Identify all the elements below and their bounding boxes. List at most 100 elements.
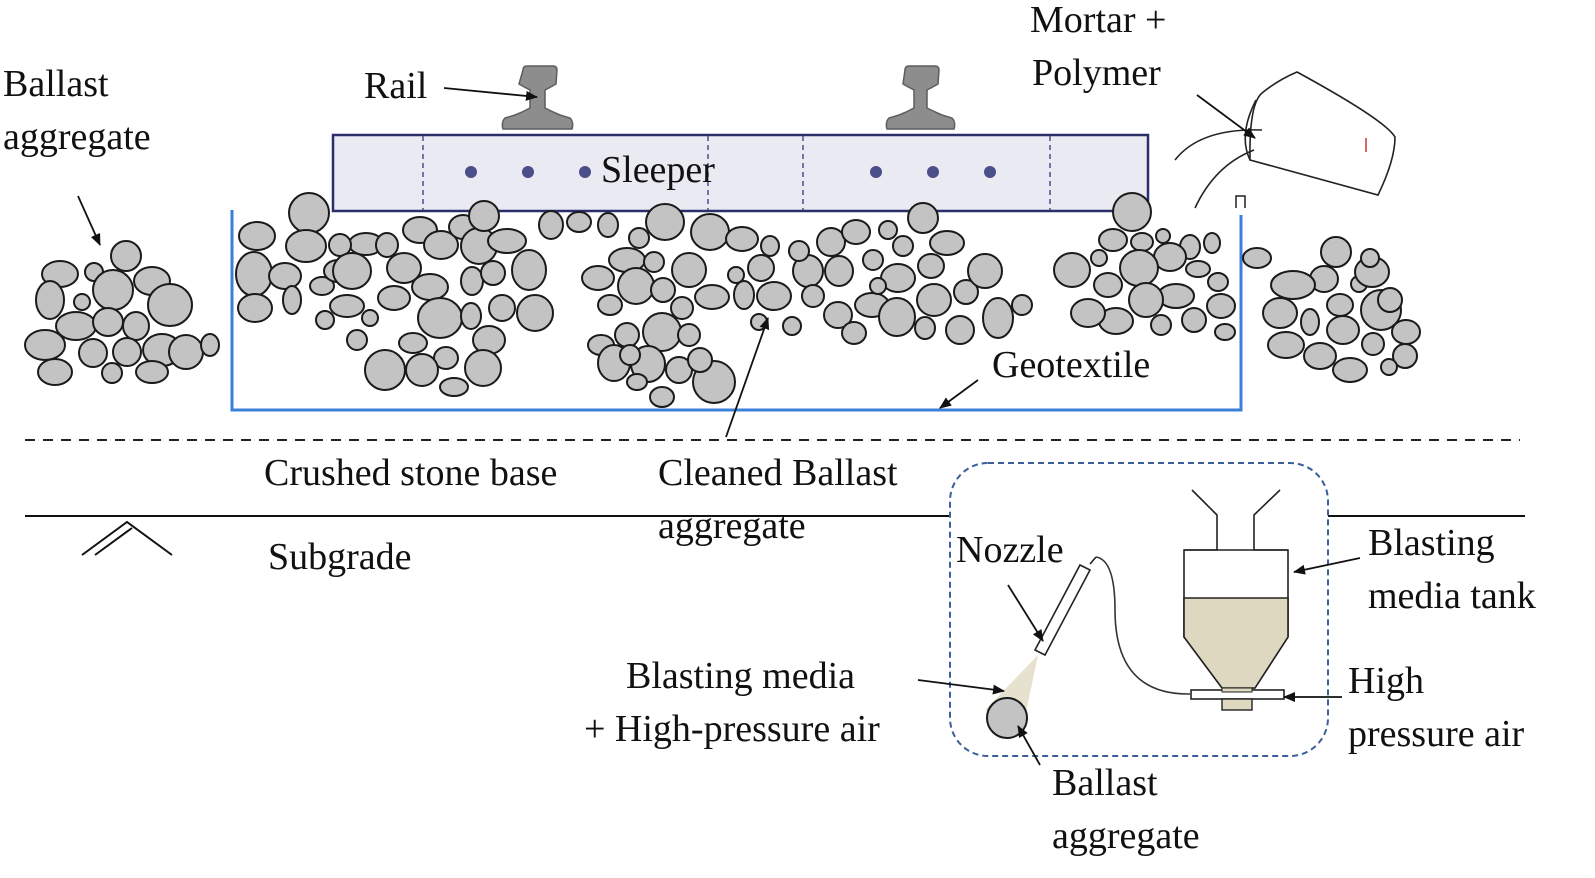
- ballast-stone: [626, 373, 648, 391]
- ballast-stone: [200, 333, 220, 357]
- label-mortar: Mortar +: [1030, 0, 1166, 41]
- ballast-stone: [1360, 248, 1380, 268]
- ballast-stone: [332, 252, 372, 290]
- ballast-stone: [694, 284, 730, 310]
- ballast-stone: [112, 337, 142, 367]
- ballast-stone: [1242, 247, 1272, 269]
- ballast-stone: [945, 315, 975, 345]
- ballast-stone: [1391, 319, 1421, 345]
- blasting-hose: [1095, 556, 1191, 695]
- ballast-stone: [1380, 358, 1398, 376]
- ballast-stone: [733, 280, 755, 310]
- ballast-stone: [375, 232, 399, 258]
- label-cleaned-ballast-2: aggregate: [658, 505, 806, 547]
- ballast-stone: [823, 301, 853, 329]
- ballast-stone: [282, 285, 302, 315]
- ballast-stone: [566, 211, 592, 233]
- ballast-stone: [1270, 270, 1316, 300]
- ballast-stone: [92, 307, 124, 337]
- ballast-stone: [1361, 332, 1385, 356]
- ballast-stone: [511, 249, 547, 291]
- ballast-stone: [687, 347, 713, 373]
- ballast-stone: [824, 255, 854, 287]
- label-high-pressure-air-2: pressure air: [1348, 713, 1525, 755]
- ballast-stone: [238, 221, 276, 251]
- ballast-stone: [643, 251, 665, 273]
- ballast-stone: [464, 349, 502, 387]
- label-ballast-left-2: aggregate: [3, 116, 151, 158]
- cleaned-ballast-bed: [235, 192, 1272, 408]
- ballast-stone: [1326, 315, 1360, 345]
- ballast-stone: [1203, 232, 1221, 254]
- ballast-stone: [110, 240, 142, 272]
- callout-arrows: [77, 87, 1361, 766]
- ballast-stone: [760, 235, 780, 257]
- ballast-stone: [268, 262, 302, 290]
- ballast-stone: [953, 279, 979, 305]
- ballast-stone: [727, 266, 745, 284]
- ballast-stone: [1377, 287, 1403, 313]
- nozzle: [1033, 556, 1097, 657]
- ballast-stone: [377, 285, 411, 311]
- ballast-stone: [801, 284, 825, 308]
- ballast-stone: [516, 294, 554, 332]
- ballast-stone: [1326, 293, 1354, 317]
- ballast-stone: [329, 294, 365, 318]
- ballast-stone: [92, 269, 134, 311]
- ballast-stone: [1320, 236, 1352, 268]
- ballast-stone: [1098, 228, 1128, 252]
- label-high-pressure-air: High: [1348, 660, 1424, 702]
- ballast-stone: [967, 253, 1003, 289]
- label-blasting-tank: Blasting: [1368, 522, 1495, 564]
- ballast-stone: [929, 230, 965, 256]
- blasted-ballast-stone: [986, 697, 1028, 739]
- ballast-stone: [460, 302, 482, 330]
- ballast-stone: [914, 316, 936, 340]
- ballast-stone: [315, 310, 335, 330]
- ballast-stone: [1300, 308, 1320, 336]
- ballast-stone: [487, 228, 527, 254]
- ballast-stone: [1207, 272, 1229, 292]
- rail-right: [885, 65, 956, 130]
- ballast-stone: [1128, 282, 1164, 318]
- ballast-stone: [788, 240, 810, 262]
- ballast-stone: [645, 203, 685, 241]
- sleeper-fastener-dots: [465, 166, 996, 178]
- ballast-stone: [628, 227, 650, 249]
- ballast-stone: [1181, 307, 1207, 333]
- label-rail: Rail: [364, 65, 427, 107]
- ballast-stone: [747, 254, 775, 282]
- ballast-stone: [892, 235, 914, 257]
- ballast-stone: [1011, 294, 1033, 316]
- ballast-stone: [649, 386, 675, 408]
- ballast-stone: [1303, 342, 1337, 370]
- ballast-stone: [1119, 249, 1159, 287]
- ballast-stone: [101, 362, 123, 384]
- ballast-stone: [288, 192, 330, 234]
- label-blasting-tank-2: media tank: [1368, 575, 1536, 617]
- ballast-stone: [439, 377, 469, 397]
- label-crushed-stone-base: Crushed stone base: [264, 452, 557, 494]
- label-subgrade: Subgrade: [268, 536, 412, 578]
- ballast-stone: [617, 267, 655, 305]
- ballast-stone: [1262, 297, 1298, 329]
- ballast-stone: [1185, 260, 1211, 278]
- label-nozzle: Nozzle: [956, 529, 1064, 571]
- ballast-stone: [878, 220, 898, 240]
- blasting-media-tank: [1183, 489, 1289, 711]
- ballast-stone: [841, 321, 867, 345]
- ballast-stone: [1053, 252, 1091, 288]
- ballast-stone: [916, 283, 952, 317]
- ballast-stone: [122, 311, 150, 341]
- ballast-stone: [78, 338, 108, 368]
- ballast-pile-right: [1262, 236, 1421, 383]
- ballast-stone: [670, 296, 694, 320]
- ballast-stone: [468, 200, 500, 232]
- ballast-stone: [725, 226, 759, 252]
- ballast-stone: [841, 219, 871, 245]
- ballast-stone: [309, 276, 335, 296]
- ballast-stone: [917, 253, 945, 279]
- ballast-stone: [1214, 323, 1236, 341]
- ballast-stone: [73, 293, 91, 311]
